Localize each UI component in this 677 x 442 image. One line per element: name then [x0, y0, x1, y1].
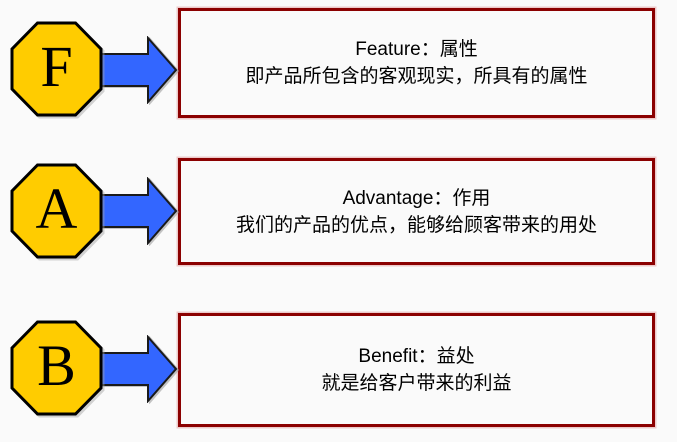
octagon-letter-f: F [40, 34, 73, 99]
octagon-shape-advantage: A [10, 163, 103, 259]
advantage-description: 我们的产品的优点，能够给顾客带来的用处 [235, 214, 597, 236]
octagon-letter-b: B [37, 333, 76, 398]
advantage-heading: Advantage：作用 [342, 187, 491, 209]
octagon-icon [10, 320, 103, 416]
benefit-text-box: Benefit：益处 就是给客户带来的利益 [178, 313, 655, 427]
octagon-icon [10, 163, 103, 259]
advantage-text-box: Advantage：作用 我们的产品的优点，能够给顾客带来的用处 [178, 158, 655, 265]
octagon-letter-a: A [35, 176, 78, 241]
arrow-right-icon [96, 335, 178, 403]
octagon-icon [10, 21, 103, 117]
benefit-heading: Benefit：益处 [358, 346, 475, 367]
arrow-right-icon [96, 177, 178, 245]
feature-text-box: Feature：属性 即产品所包含的客观现实，所具有的属性 [178, 8, 655, 118]
feature-description: 即产品所包含的客观现实，所具有的属性 [245, 66, 588, 87]
octagon-shape-benefit: B [10, 320, 103, 416]
arrow-right-icon [96, 36, 178, 104]
octagon-shape-feature: F [10, 21, 103, 117]
feature-heading: Feature：属性 [355, 39, 478, 60]
benefit-description: 就是给客户带来的利益 [321, 373, 512, 394]
